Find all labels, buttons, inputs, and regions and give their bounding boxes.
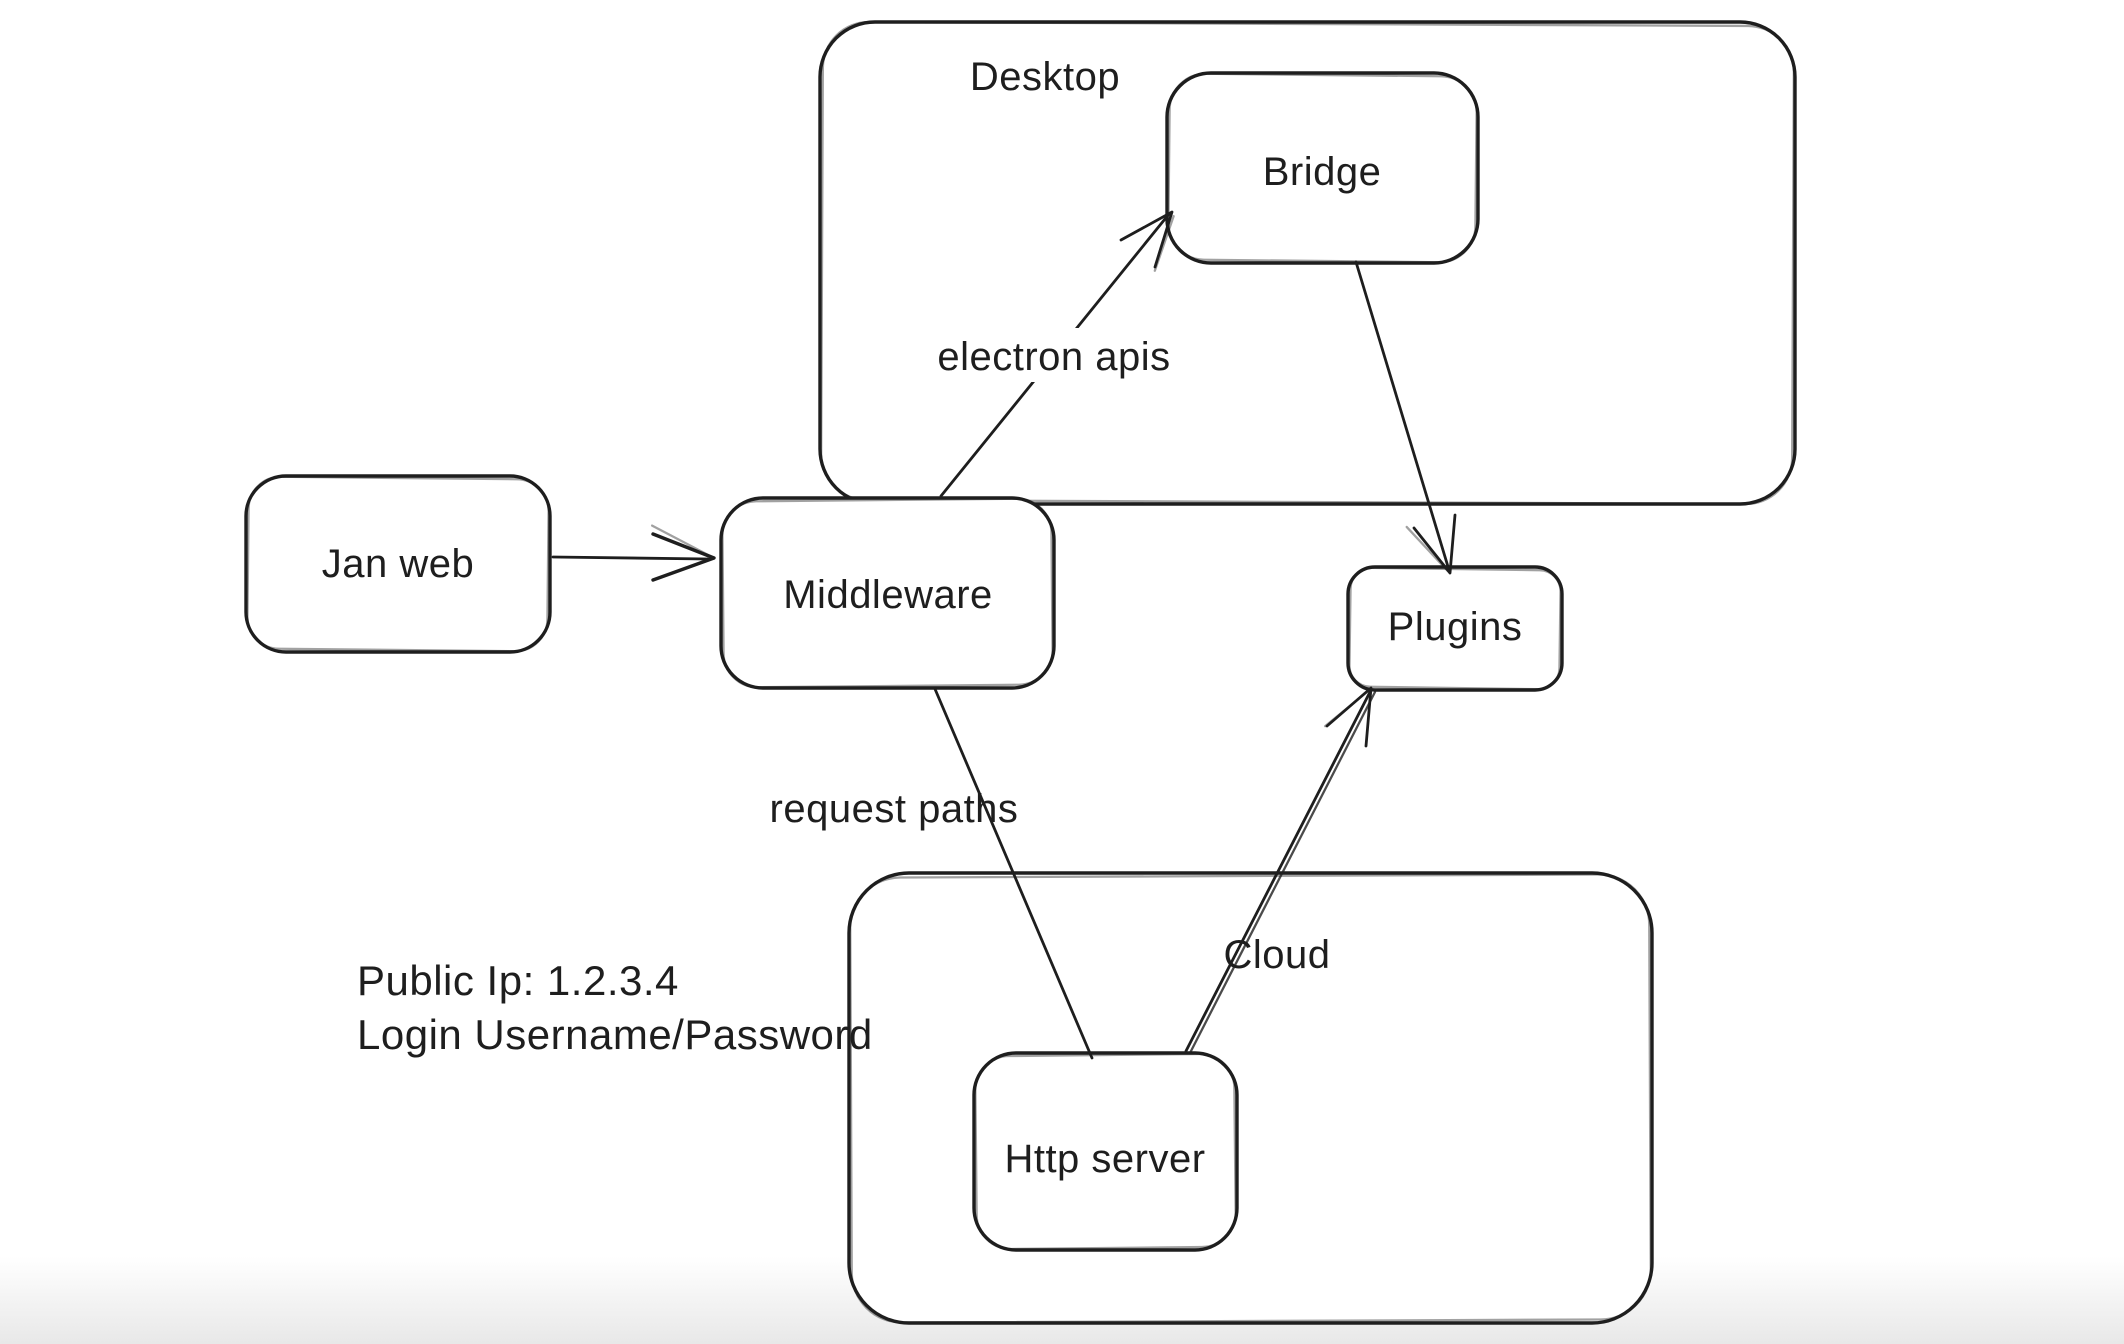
node-bridge-label: Bridge <box>1263 150 1382 194</box>
edge-label-electron-apis-group[interactable]: electron apis <box>916 328 1194 382</box>
node-plugins-label: Plugins <box>1388 605 1523 649</box>
node-jan-web[interactable] <box>244 474 552 654</box>
edge-label-request-paths: request paths <box>770 787 1019 831</box>
node-middleware-label: Middleware <box>783 573 993 617</box>
node-middleware[interactable] <box>719 496 1056 690</box>
arrow-httpserver-to-plugins[interactable] <box>1184 686 1377 1055</box>
arrow-middleware-to-httpserver[interactable] <box>933 687 1094 1060</box>
annotation-line-1: Public Ip: 1.2.3.4 <box>357 957 679 1004</box>
annotation-line-2: Login Username/Password <box>357 1011 873 1058</box>
arrow-janweb-to-middleware[interactable] <box>551 524 716 582</box>
credentials-annotation[interactable]: Public Ip: 1.2.3.4 Login Username/Passwo… <box>357 957 873 1058</box>
arrow-bridge-to-plugins[interactable] <box>1354 260 1457 575</box>
node-http-server[interactable] <box>972 1051 1239 1252</box>
node-bridge[interactable] <box>1165 71 1480 265</box>
desktop-container-label: Desktop <box>970 55 1120 99</box>
node-plugins[interactable] <box>1346 565 1564 692</box>
node-http-server-label: Http server <box>1004 1137 1205 1181</box>
node-jan-web-label: Jan web <box>322 542 474 586</box>
edge-label-electron-apis: electron apis <box>937 335 1170 379</box>
